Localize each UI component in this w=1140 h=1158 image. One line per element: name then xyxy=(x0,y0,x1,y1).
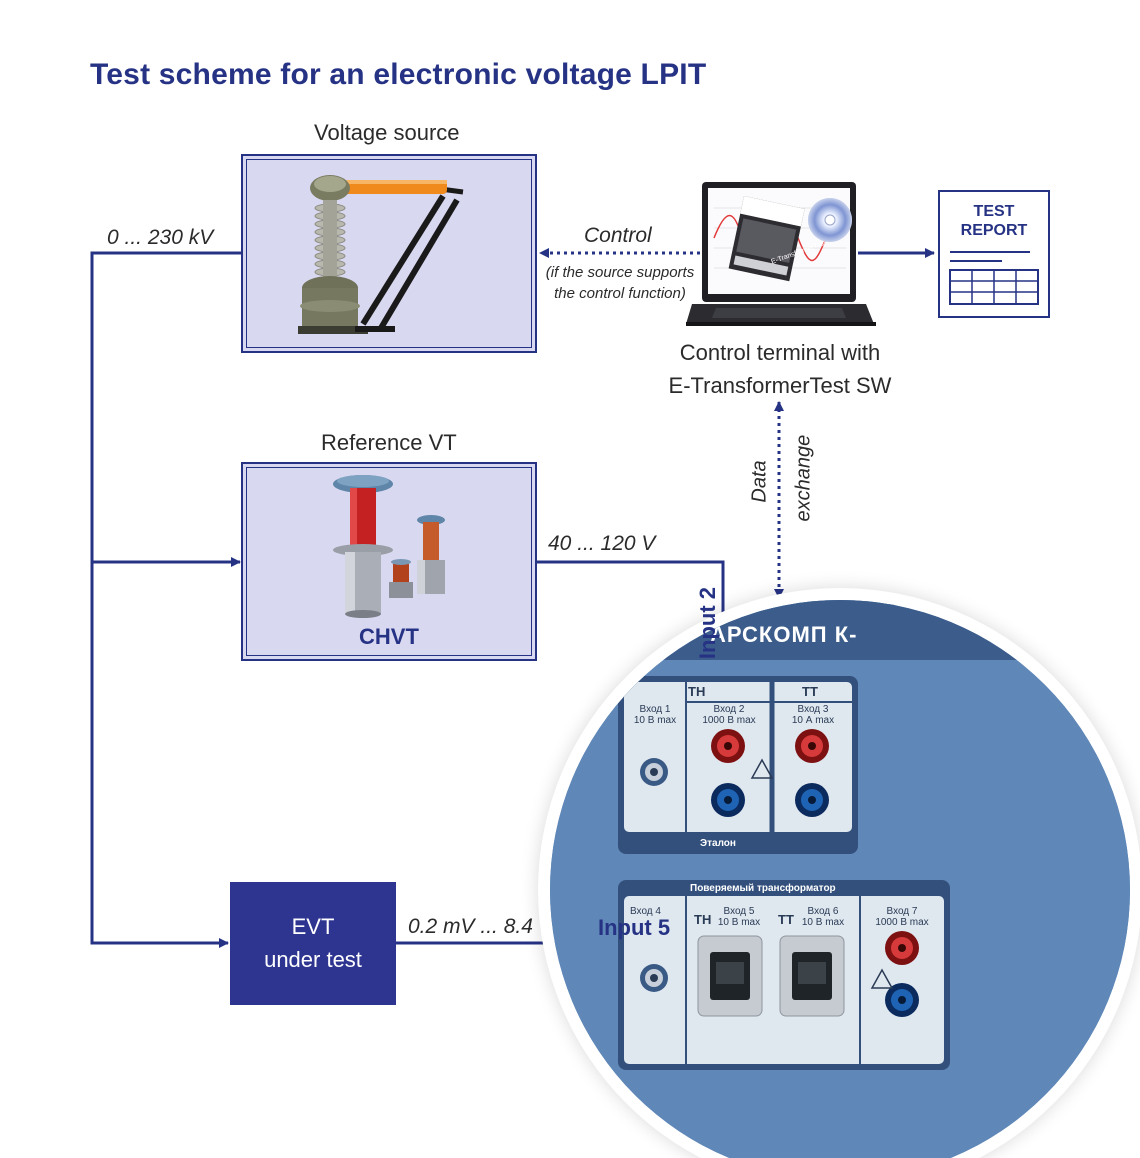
input3-name: Вход 3 xyxy=(797,704,829,715)
input6-name: Вход 6 xyxy=(807,906,839,917)
control-note-line2: the control function) xyxy=(554,285,686,302)
bus-line xyxy=(90,251,242,948)
evt-line1: EVT xyxy=(291,914,335,939)
page-title: Test scheme for an electronic voltage LP… xyxy=(90,58,707,91)
reference-range-label: 40 ... 120 V xyxy=(548,532,656,555)
input6-label: Вход 6 10 В max xyxy=(798,906,848,928)
evt-range-label: 0.2 mV ... 8.4 V xyxy=(408,915,553,938)
input2-max: 1000 В max xyxy=(702,715,756,726)
input7-label: Вход 7 1000 В max xyxy=(866,906,938,928)
terminal-label: Control terminal with E-TransformerTest … xyxy=(640,336,920,402)
test-report: TEST REPORT xyxy=(938,190,1050,318)
input2-label: Input 2 xyxy=(695,586,720,660)
input5-device-label: Вход 5 10 В max xyxy=(714,906,764,928)
th2-label: ТН xyxy=(694,912,712,927)
report-title-line1: TEST xyxy=(973,203,1015,220)
chvt-image xyxy=(333,475,445,618)
input2-name: Вход 2 xyxy=(713,704,745,715)
input7-max: 1000 В max xyxy=(875,917,929,928)
voltage-range-label: 0 ... 230 kV xyxy=(107,226,214,249)
input5-max: 10 В max xyxy=(717,917,761,928)
group-th-label: ТН xyxy=(688,684,706,699)
etalon-label: Эталон xyxy=(700,838,736,849)
input1-name: Вход 1 xyxy=(639,704,671,715)
report-table-icon xyxy=(949,251,1039,305)
control-note: (if the source supports the control func… xyxy=(540,262,700,304)
input3-label: Вход 3 10 А max xyxy=(778,704,848,726)
terminal-label-line2: E-TransformerTest SW xyxy=(668,373,892,398)
input5-label: Input 5 xyxy=(598,915,671,940)
voltage-source-label: Voltage source xyxy=(314,120,460,145)
evt-block: EVT under test xyxy=(230,882,396,1005)
group-tt-label: ТТ xyxy=(802,684,818,699)
input4-label: Вход 4 xyxy=(630,906,661,917)
input3-max: 10 А max xyxy=(791,715,835,726)
reference-vt-panel: CHVT xyxy=(241,462,537,661)
terminal-label-line1: Control terminal with xyxy=(679,340,881,365)
input7-name: Вход 7 xyxy=(886,906,918,917)
data-exchange-line1: Data xyxy=(748,460,771,503)
report-title: TEST REPORT xyxy=(940,202,1048,240)
laptop-image: E-TransformerTest xyxy=(686,182,876,326)
input2-device-label: Вход 2 1000 В max xyxy=(694,704,764,726)
input6-max: 10 В max xyxy=(801,917,845,928)
tested-transformer-label: Поверяемый трансформатор xyxy=(690,883,836,894)
hv-transformer-image xyxy=(298,175,464,334)
input1-label: Вход 1 10 В max xyxy=(630,704,680,726)
data-exchange-line2: exchange xyxy=(792,434,815,522)
report-title-line2: REPORT xyxy=(960,222,1028,239)
tt2-label: ТТ xyxy=(778,912,794,927)
device-panel-art xyxy=(550,600,1130,1158)
device-brand: АРСКОМП К- xyxy=(710,622,858,647)
control-note-line1: (if the source supports xyxy=(545,264,695,281)
control-label: Control xyxy=(584,224,652,247)
input5-name: Вход 5 xyxy=(723,906,755,917)
reference-vt-label: Reference VT xyxy=(321,430,457,455)
device-panel-closeup: АРСКОМП К- ТН ТТ Вход 1 10 В max Вход 2 … xyxy=(550,600,1130,1158)
chvt-label: CHVT xyxy=(359,624,419,649)
voltage-source-panel xyxy=(241,154,537,353)
input1-max: 10 В max xyxy=(633,715,677,726)
evt-line2: under test xyxy=(264,947,362,972)
